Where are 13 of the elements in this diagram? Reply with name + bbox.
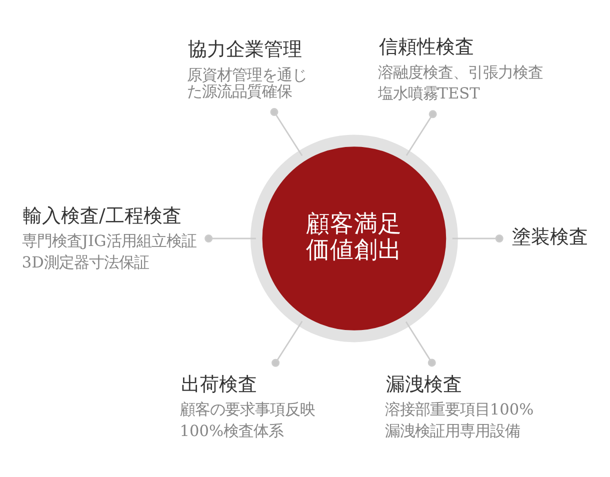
connector: [405, 321, 436, 367]
node-text: 出荷検査 顧客の要求事項反映 100%検査体系: [180, 374, 315, 440]
connector: [452, 234, 504, 242]
node-text: 協力企業管理 原資材管理を通じた源流品質確保: [186, 40, 307, 100]
connector: [204, 234, 256, 242]
connector: [270, 108, 303, 156]
node-text: 信頼性検査 溶融度検査、引張力検査 塩水噴霧TEST: [378, 37, 543, 103]
node-text: 塗装検査: [512, 226, 588, 248]
node-text: 漏洩検査 溶接部重要項目100% 漏洩検証用専用設備: [384, 374, 534, 440]
node-text: 輸入検査/工程検査 専門検査JIG活用組立検証 3D測定器寸法保証: [22, 206, 196, 272]
node-circle: 顧客満足 価値創出: [250, 134, 458, 342]
connector: [406, 110, 437, 156]
connector: [272, 320, 303, 367]
